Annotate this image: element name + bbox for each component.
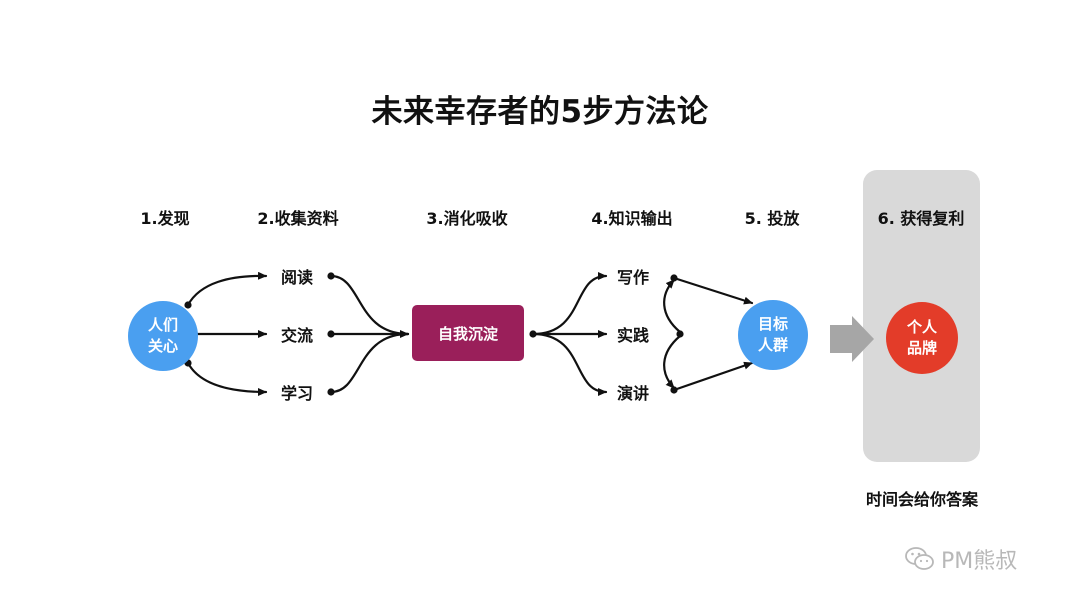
curve-write-practice — [663, 278, 682, 334]
arrow-write-to-target — [672, 276, 754, 305]
line-study-to-box — [329, 332, 410, 394]
collect-item-exchange: 交流 — [280, 326, 314, 345]
diagram-title: 未来幸存者的5步方法论 — [371, 94, 709, 130]
target-audience-line2: 人群 — [757, 336, 788, 354]
personal-brand-line1: 个人 — [906, 318, 937, 336]
self-settle-box: 自我沉淀 — [412, 305, 524, 361]
step-label-collect: 2.收集资料 — [257, 209, 339, 228]
curve-practice-speech — [663, 334, 682, 390]
gray-arrow-to-result — [830, 316, 874, 362]
output-item-write: 写作 — [616, 268, 650, 287]
line-read-to-box — [329, 274, 410, 338]
step-label-deliver: 5. 投放 — [744, 209, 800, 228]
output-item-practice: 实践 — [616, 326, 650, 345]
output-item-speech: 演讲 — [616, 384, 650, 403]
arrow-to-study — [186, 361, 268, 396]
step-label-output: 4.知识输出 — [591, 209, 673, 228]
arrow-to-write — [531, 272, 608, 336]
personal-brand-circle: 个人 品牌 — [886, 302, 958, 374]
target-audience-line1: 目标 — [757, 315, 788, 333]
collect-item-read: 阅读 — [280, 268, 314, 287]
personal-brand-line2: 品牌 — [906, 339, 937, 357]
step-label-discover: 1.发现 — [140, 209, 190, 228]
watermark: PM熊叔 — [905, 543, 1017, 575]
watermark-text: PM熊叔 — [941, 549, 1018, 574]
step-label-compound: 6. 获得复利 — [877, 209, 965, 228]
collect-item-study: 学习 — [280, 384, 314, 403]
time-answer-caption: 时间会给你答案 — [865, 490, 979, 509]
arrow-speech-to-target — [672, 361, 754, 392]
arrow-to-speech — [531, 332, 608, 396]
target-audience-circle: 目标 人群 — [738, 300, 808, 370]
wechat-icon — [905, 547, 934, 570]
people-care-line1: 人们 — [147, 316, 178, 334]
arrow-to-read — [186, 271, 268, 307]
people-care-circle: 人们 关心 — [128, 301, 198, 371]
step-label-digest: 3.消化吸收 — [426, 209, 508, 228]
people-care-line2: 关心 — [147, 337, 178, 355]
